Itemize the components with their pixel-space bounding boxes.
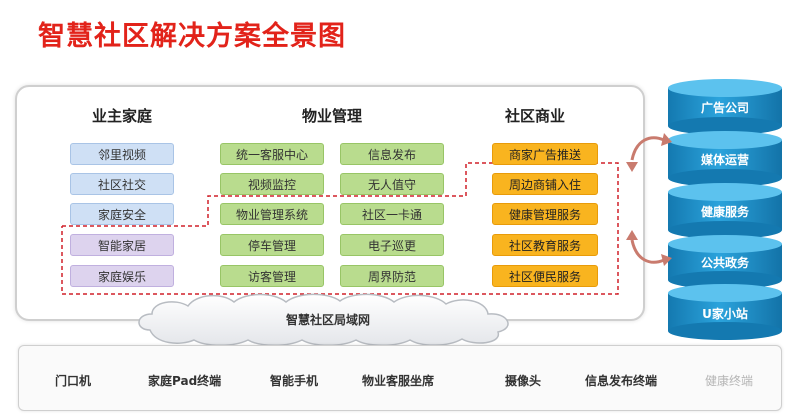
property-item-visitor-management: 访客管理 — [220, 265, 324, 287]
property-item-parking-management: 停车管理 — [220, 234, 324, 256]
owner-item-home-entertainment: 家庭娱乐 — [70, 265, 174, 287]
property-item-community-card: 社区一卡通 — [340, 203, 444, 225]
terminal-home-pad: 家庭Pad终端 — [148, 374, 222, 388]
terminal-health: 健康终端 — [705, 374, 754, 388]
terminal-info-publish: 信息发布终端 — [585, 374, 658, 388]
lan-label: 智慧社区局域网 — [286, 313, 371, 327]
property-item-management-system: 物业管理系统 — [220, 203, 324, 225]
terminal-property-service-seat: 物业客服坐席 — [362, 374, 435, 388]
cylinder-public-affairs — [668, 235, 782, 289]
column-heading-property-management: 物业管理 — [302, 107, 363, 125]
partner-label-health-service: 健康服务 — [700, 205, 749, 219]
curved-arrow-bottom — [630, 239, 665, 264]
property-item-info-publish: 信息发布 — [340, 143, 444, 165]
property-item-video-surveillance: 视频监控 — [220, 173, 324, 195]
property-item-electronic-patrol: 电子巡更 — [340, 234, 444, 256]
property-item-perimeter-defense: 周界防范 — [340, 265, 444, 287]
owner-item-community-social: 社区社交 — [70, 173, 174, 195]
partner-label-media-operation: 媒体运营 — [700, 153, 749, 167]
column-heading-community-business: 社区商业 — [505, 107, 566, 125]
cylinder-ujia-station — [668, 284, 782, 340]
column-heading-owner-family: 业主家庭 — [92, 107, 153, 125]
business-item-community-convenience: 社区便民服务 — [492, 265, 598, 287]
partner-label-public-affairs: 公共政务 — [700, 256, 749, 270]
owner-item-neighbor-video: 邻里视频 — [70, 143, 174, 165]
owner-item-smart-home: 智能家居 — [70, 234, 174, 256]
cylinder-ad-company — [668, 79, 782, 135]
business-item-community-education: 社区教育服务 — [492, 234, 598, 256]
terminal-camera: 摄像头 — [505, 374, 542, 388]
business-item-nearby-shops: 周边商铺入住 — [492, 173, 598, 195]
curved-arrow-top — [630, 136, 665, 161]
business-item-health-management: 健康管理服务 — [492, 203, 598, 225]
owner-item-home-security: 家庭安全 — [70, 203, 174, 225]
lan-cloud — [138, 293, 509, 346]
business-item-merchant-ads: 商家广告推送 — [492, 143, 598, 165]
cylinder-health-service — [668, 183, 782, 239]
terminals-panel — [18, 345, 782, 411]
property-item-unattended: 无人值守 — [340, 173, 444, 195]
partner-label-ujia-station: U家小站 — [702, 307, 748, 321]
page-title: 智慧社区解决方案全景图 — [38, 21, 346, 52]
property-item-unified-service-center: 统一客服中心 — [220, 143, 324, 165]
terminal-door-unit: 门口机 — [55, 374, 92, 388]
cylinder-media-operation — [668, 131, 782, 187]
terminal-smartphone: 智能手机 — [270, 374, 319, 388]
partner-label-ad-company: 广告公司 — [700, 101, 749, 115]
